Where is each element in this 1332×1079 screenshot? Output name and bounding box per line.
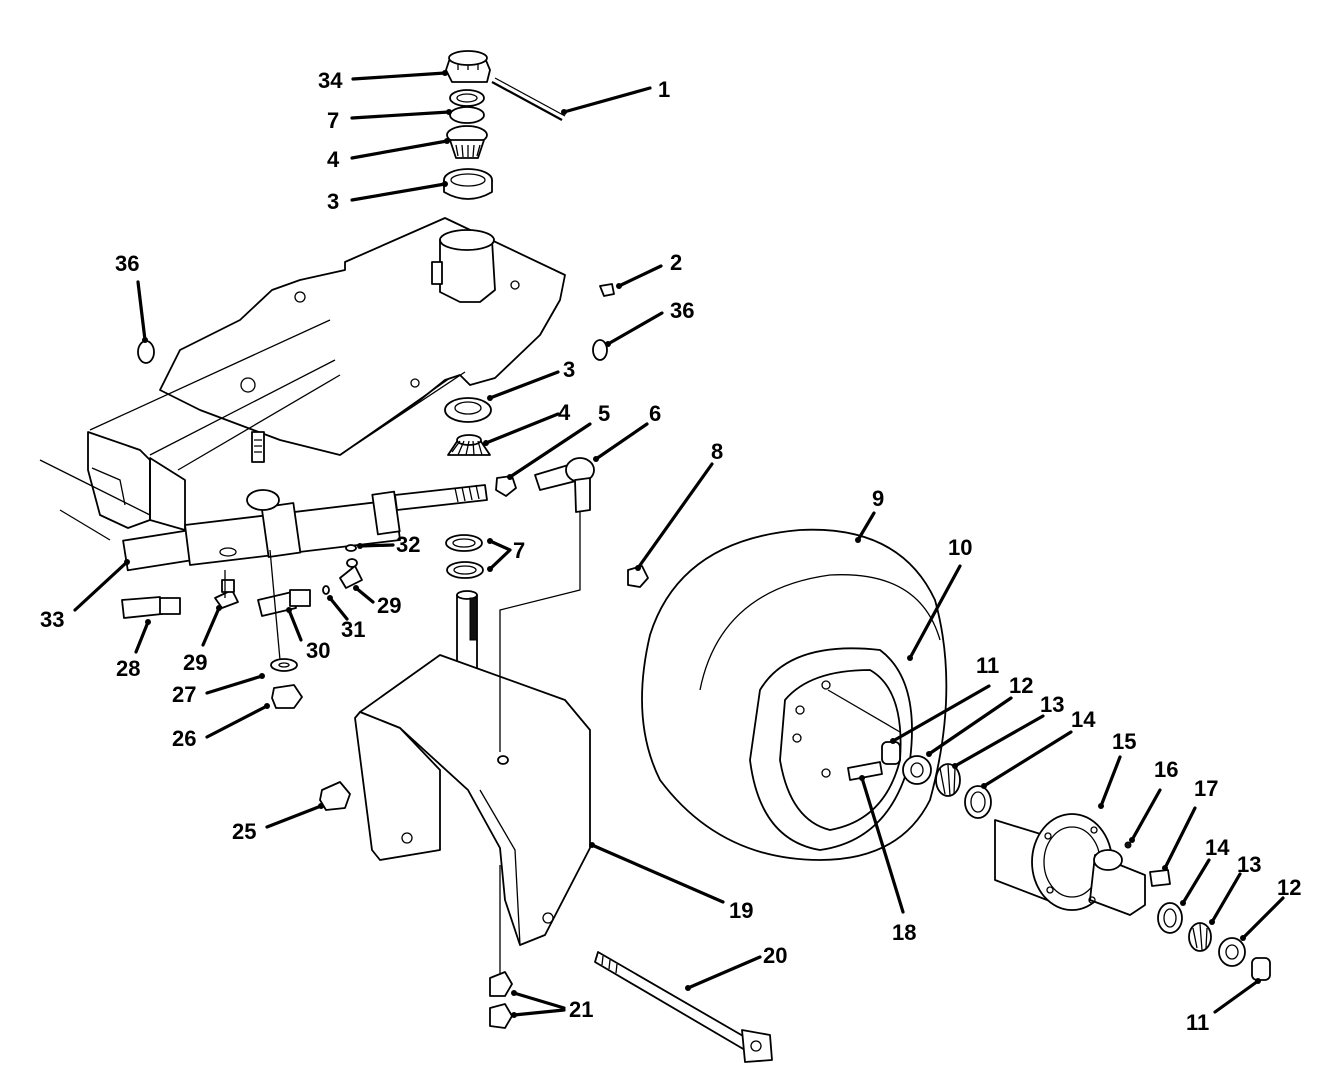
wheel-tire xyxy=(627,528,948,861)
callout-36: 36 xyxy=(115,251,139,276)
callout-17: 17 xyxy=(1194,776,1218,801)
hose-fittings xyxy=(121,544,363,811)
callout-19: 19 xyxy=(729,898,753,923)
callout-12: 12 xyxy=(1009,673,1033,698)
callout-5: 5 xyxy=(598,401,610,426)
leader-12-top xyxy=(927,696,1013,756)
leader-14-top xyxy=(982,730,1073,788)
callout-14: 14 xyxy=(1071,707,1096,732)
leader-10 xyxy=(908,564,962,660)
callout-2: 2 xyxy=(670,250,682,275)
callout-9: 9 xyxy=(872,486,884,511)
callout-32: 32 xyxy=(396,532,420,557)
leader-3-mid xyxy=(488,370,560,400)
callout-31: 31 xyxy=(341,617,365,642)
callout-14: 14 xyxy=(1205,835,1230,860)
callout-8: 8 xyxy=(711,439,723,464)
steering-cylinder xyxy=(122,484,488,572)
callout-labels: 34 1 7 4 3 36 2 36 3 4 5 6 8 9 10 32 7 3… xyxy=(40,68,1301,1035)
leader-21 xyxy=(512,991,566,1017)
callout-26: 26 xyxy=(172,726,196,751)
callout-30: 30 xyxy=(306,638,330,663)
callout-20: 20 xyxy=(763,943,787,968)
callout-18: 18 xyxy=(892,920,916,945)
callout-10: 10 xyxy=(948,535,972,560)
leader-16 xyxy=(1130,788,1162,842)
callout-21: 21 xyxy=(569,997,593,1022)
leader-12-bottom xyxy=(1241,896,1285,940)
leader-11-bottom xyxy=(1213,979,1260,1014)
leader-28 xyxy=(134,620,150,654)
leader-11-top xyxy=(891,684,991,743)
leader-34 xyxy=(351,71,447,81)
spindle-top-stack xyxy=(137,50,615,579)
callout-1: 1 xyxy=(658,77,670,102)
leader-32 xyxy=(358,543,395,548)
callout-15: 15 xyxy=(1112,729,1136,754)
leader-4-top xyxy=(350,139,449,160)
leader-29-right xyxy=(354,586,375,604)
leader-13-bottom xyxy=(1210,872,1242,924)
leader-17 xyxy=(1163,806,1197,870)
callout-7: 7 xyxy=(327,108,339,133)
leader-27 xyxy=(205,674,264,695)
callout-36: 36 xyxy=(670,298,694,323)
callout-29: 29 xyxy=(377,593,401,618)
callout-leaders xyxy=(73,70,1285,1018)
leader-4-mid xyxy=(484,412,560,445)
callout-13: 13 xyxy=(1040,692,1064,717)
leader-36-right xyxy=(606,311,664,346)
leader-9 xyxy=(856,511,876,542)
callout-3: 3 xyxy=(327,189,339,214)
leader-15 xyxy=(1099,755,1122,808)
leader-3-top xyxy=(350,182,447,202)
leader-19 xyxy=(590,843,725,904)
callout-34: 34 xyxy=(318,68,343,93)
leader-14-bottom xyxy=(1181,858,1211,905)
leader-8 xyxy=(636,462,714,570)
leader-29-left xyxy=(201,606,221,647)
leader-5 xyxy=(508,422,592,479)
callout-11: 11 xyxy=(1186,1010,1209,1035)
callout-6: 6 xyxy=(649,401,661,426)
callout-29: 29 xyxy=(183,650,207,675)
leader-20 xyxy=(686,955,762,990)
leader-18 xyxy=(860,776,905,914)
leader-2 xyxy=(617,264,663,288)
leader-26 xyxy=(205,704,269,739)
callout-4: 4 xyxy=(327,147,340,172)
leader-13-top xyxy=(953,714,1045,768)
hub-assembly xyxy=(827,689,1271,981)
callout-4: 4 xyxy=(558,400,571,425)
callout-28: 28 xyxy=(116,656,140,681)
leader-33 xyxy=(73,560,129,612)
callout-7: 7 xyxy=(513,538,525,563)
callout-16: 16 xyxy=(1154,757,1178,782)
callout-11: 11 xyxy=(976,653,999,678)
axle-bolt xyxy=(489,951,773,1063)
leader-30 xyxy=(287,608,303,642)
leader-31 xyxy=(328,596,349,621)
callout-27: 27 xyxy=(172,682,196,707)
callout-33: 33 xyxy=(40,607,64,632)
callout-25: 25 xyxy=(232,819,256,844)
leader-7-top xyxy=(350,110,451,120)
leader-6 xyxy=(594,422,649,461)
callout-13: 13 xyxy=(1237,852,1261,877)
leader-25 xyxy=(265,804,323,829)
leader-7-mid xyxy=(488,539,512,571)
caster-fork xyxy=(354,512,591,975)
callout-3: 3 xyxy=(563,357,575,382)
leader-1 xyxy=(562,86,652,114)
leader-36-left xyxy=(136,280,147,342)
callout-12: 12 xyxy=(1277,875,1301,900)
axle-frame-assembly xyxy=(39,217,566,541)
